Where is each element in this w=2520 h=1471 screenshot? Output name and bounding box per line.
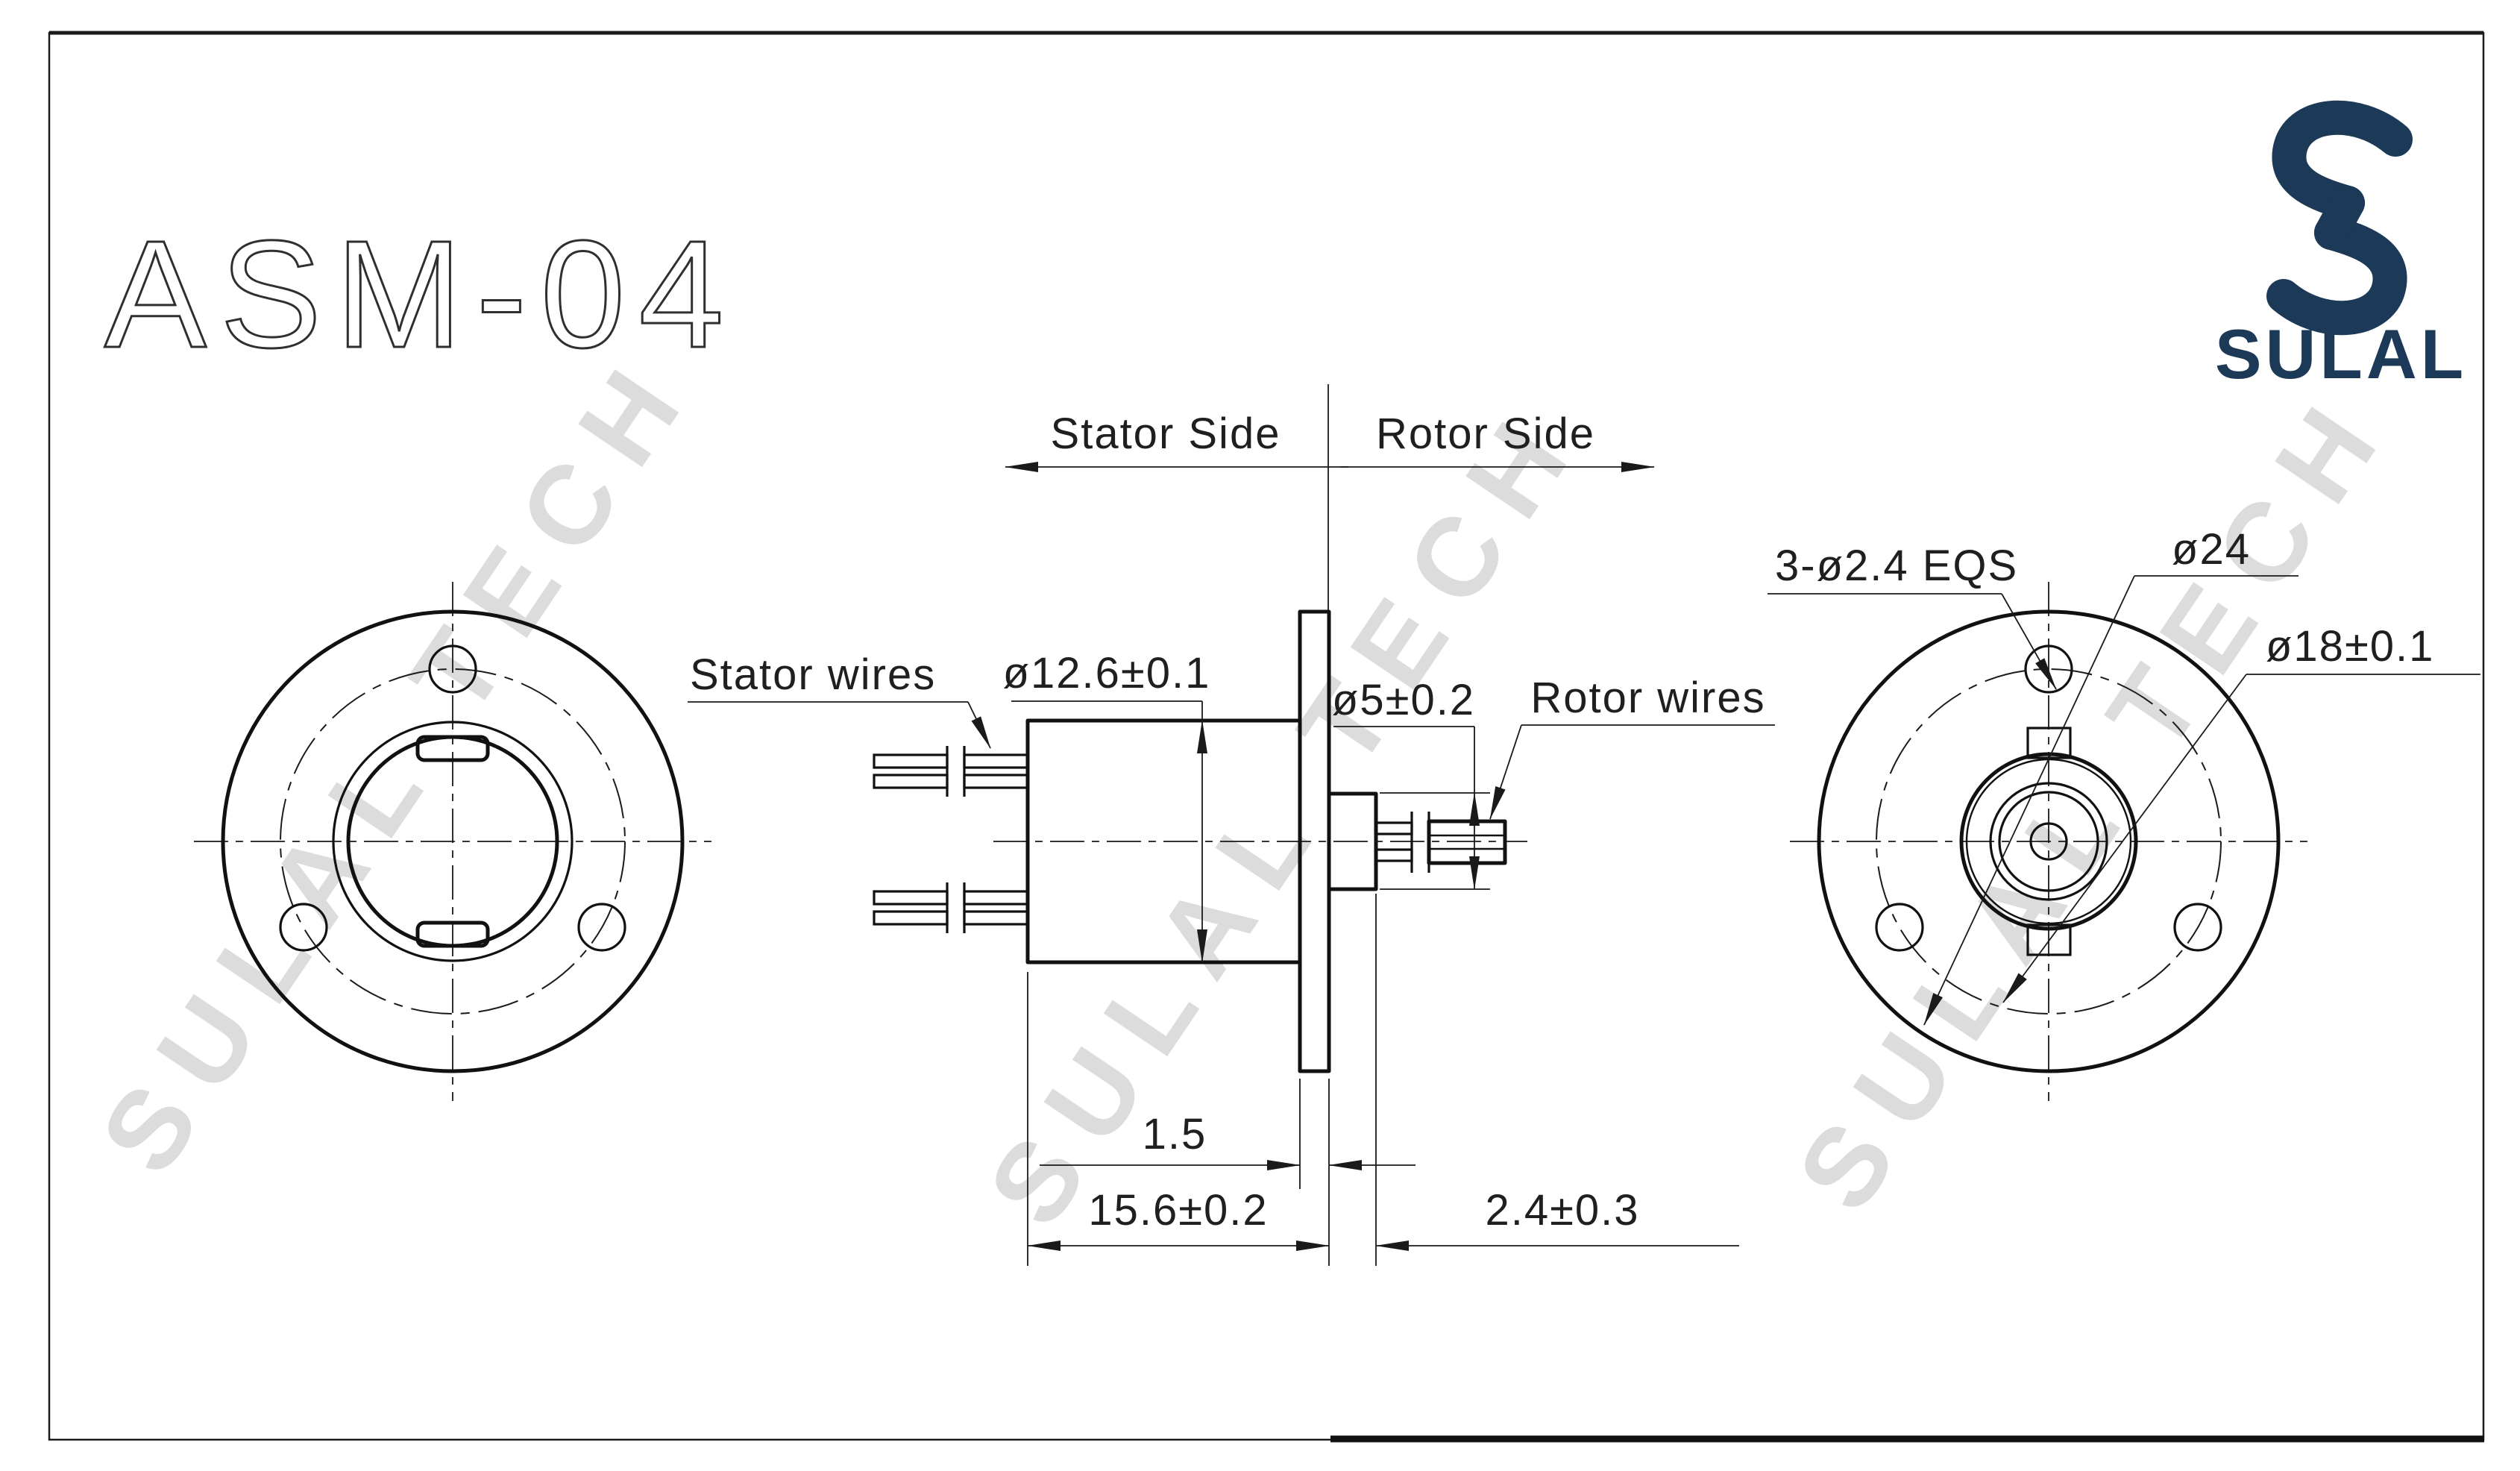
flange-diameter-text: ø24 <box>2172 525 2251 574</box>
view-side-section <box>873 609 1527 1073</box>
view-front-flange <box>194 582 711 1101</box>
sheet-border <box>48 31 2485 1443</box>
label-rotor-wires: Rotor wires <box>1489 674 1775 820</box>
bolt-circle <box>1876 668 2222 1014</box>
rotor-shaft-hole <box>2029 822 2068 861</box>
stator-length-text: 15.6±0.2 <box>1088 1186 1268 1235</box>
body-circle <box>332 721 574 962</box>
flange-outline-circle <box>221 609 685 1073</box>
mount-hole <box>2024 644 2073 694</box>
watermark-text: SULAL TECH <box>1773 366 2413 1232</box>
stator-wires-lower <box>873 882 1029 933</box>
stator-side-label: Stator Side <box>1051 410 1281 458</box>
shaft-diameter-text: ø5±0.2 <box>1332 676 1475 724</box>
bolt-circle-diameter-text: ø18±0.1 <box>2266 622 2434 671</box>
orientation-labels: Stator Side Rotor Side <box>1005 384 1655 610</box>
flange-outline-circle <box>1817 609 2281 1073</box>
page-title: ASM-04 <box>104 209 738 380</box>
dim-flange-diameter: ø24 <box>1923 525 2299 1026</box>
rotor-side-label: Rotor Side <box>1376 410 1595 458</box>
rotor-length-text: 2.4±0.3 <box>1485 1186 1639 1235</box>
brand-name: SULAL <box>2215 315 2467 393</box>
view-rear-rotor <box>1790 582 2307 1101</box>
watermark-text: SULAL TECH <box>964 380 1604 1246</box>
label-stator-wires: Stator wires <box>688 650 991 749</box>
brand-logo: SULAL <box>2215 100 2467 393</box>
rotor-ring-outer <box>1989 782 2108 901</box>
dim-shaft-diameter: ø5±0.2 <box>1332 676 1490 890</box>
rotor-wires-bundle <box>1374 812 1507 873</box>
body-diameter-text: ø12.6±0.1 <box>1003 649 1211 697</box>
mount-holes-text: 3-ø2.4 EQS <box>1775 542 2018 590</box>
keyway-slot-bottom <box>415 920 490 948</box>
dim-flange-thickness: 1.5 <box>1040 1079 1415 1266</box>
dim-stator-length: 15.6±0.2 <box>1027 972 1330 1266</box>
dim-body-diameter: ø12.6±0.1 <box>1003 649 1211 963</box>
rotor-wires-text: Rotor wires <box>1530 674 1765 722</box>
logo-s-icon <box>2266 100 2413 336</box>
dim-mount-holes: 3-ø2.4 EQS <box>1768 542 2057 690</box>
bolt-circle <box>280 668 626 1014</box>
rotor-boss <box>1327 791 1378 891</box>
mount-hole <box>1875 903 1924 952</box>
stator-wires-text: Stator wires <box>690 650 936 699</box>
stator-wires-upper <box>873 746 1029 797</box>
mount-hole <box>428 644 477 694</box>
dim-bolt-circle-diameter: ø18±0.1 <box>2002 622 2480 1003</box>
flange-thickness-text: 1.5 <box>1143 1110 1207 1158</box>
mount-hole <box>577 903 626 952</box>
mount-hole <box>2173 903 2222 952</box>
dim-rotor-length: 2.4±0.3 <box>1375 894 1739 1266</box>
rotor-hub-circle <box>1959 752 2138 931</box>
mount-hole <box>279 903 328 952</box>
rotor-ring-inner <box>1998 791 2099 892</box>
keyway-slot-top <box>415 735 490 762</box>
watermark-layer: SULAL TECH SULAL TECH SULAL TECH <box>76 328 2413 1246</box>
keyway-tab-bottom <box>2026 923 2072 956</box>
